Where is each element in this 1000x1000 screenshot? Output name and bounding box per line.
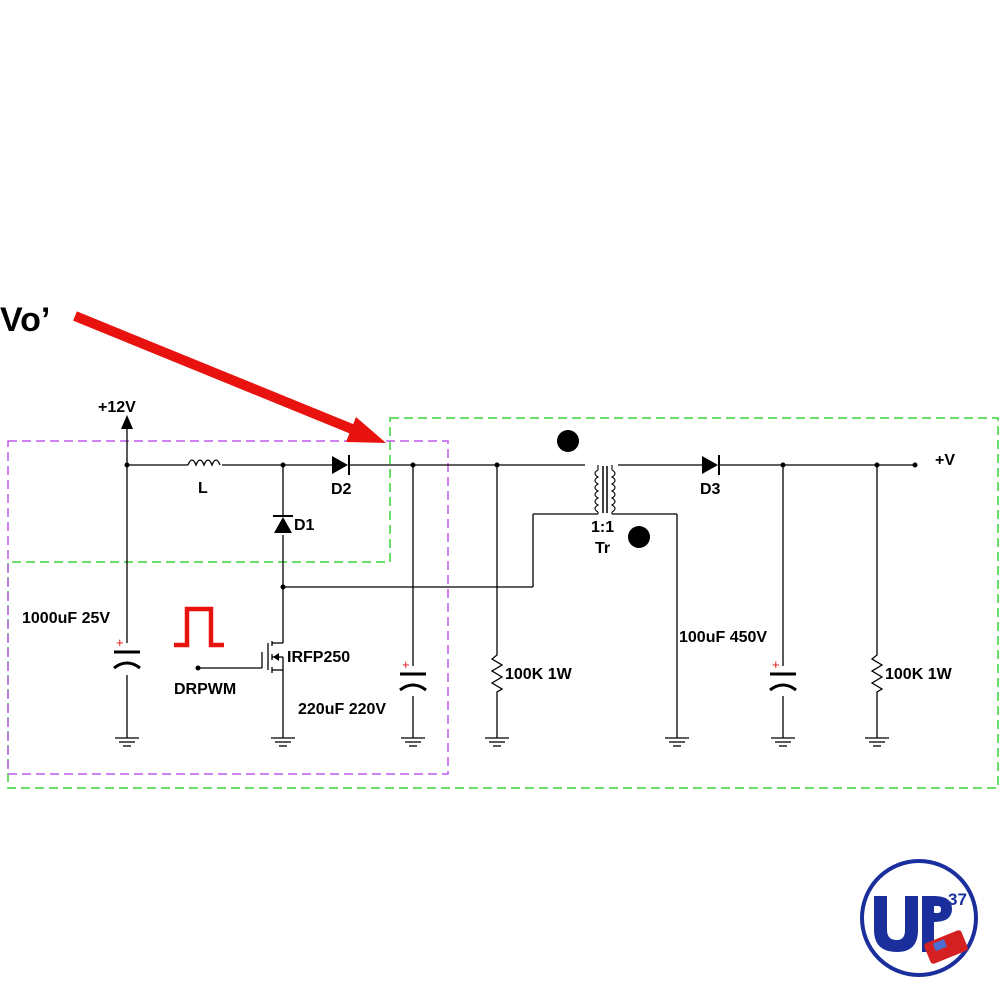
supply-label: +12V [98, 399, 136, 416]
resistor-out [871, 650, 883, 696]
vo-annotation-arrow [73, 311, 386, 443]
cap-mid-label: 220uF 220V [298, 701, 386, 718]
inductor-l [187, 459, 221, 467]
diode-d1 [273, 515, 293, 533]
pwm-pulse-icon [174, 606, 224, 648]
ground-icon [864, 737, 890, 747]
resistor-mid [491, 650, 503, 696]
cap-out-label: 100uF 450V [679, 629, 767, 646]
transformer-ratio-label: 1:1 [591, 519, 614, 536]
ground-icon [484, 737, 510, 747]
diode-d2 [332, 455, 350, 475]
circuit-wires [126, 428, 915, 738]
ground-icon [270, 737, 296, 747]
diode-d3 [702, 455, 720, 475]
ground-icon [114, 737, 140, 747]
university-logo: 37 [860, 859, 978, 977]
res-mid-label: 100K 1W [505, 666, 573, 683]
junction-dots [124, 462, 918, 671]
mosfet-irfp250 [267, 638, 284, 675]
cap-input-label: 1000uF 25V [22, 610, 110, 627]
transformer-label: Tr [595, 540, 610, 557]
mosfet-label: IRFP250 [287, 649, 350, 666]
res-out-label: 100K 1W [885, 666, 953, 683]
polarity-dot-primary [557, 430, 579, 452]
output-label: +V [935, 452, 955, 469]
d1-label: D1 [294, 517, 315, 534]
purple-dashed-region [7, 440, 449, 775]
ground-icon [664, 737, 690, 747]
vo-label: Vo’ [0, 301, 50, 339]
supply-arrow-icon [121, 415, 133, 429]
transformer-tr [594, 465, 616, 514]
d2-label: D2 [331, 481, 352, 498]
inductor-label: L [198, 480, 208, 497]
polarity-dot-secondary [628, 526, 650, 548]
pwm-source-label: DRPWM [174, 681, 236, 698]
ground-icon [770, 737, 796, 747]
ground-icon [400, 737, 426, 747]
page-number: 37 [948, 890, 967, 909]
green-dashed-region [7, 417, 999, 789]
d3-label: D3 [700, 481, 721, 498]
